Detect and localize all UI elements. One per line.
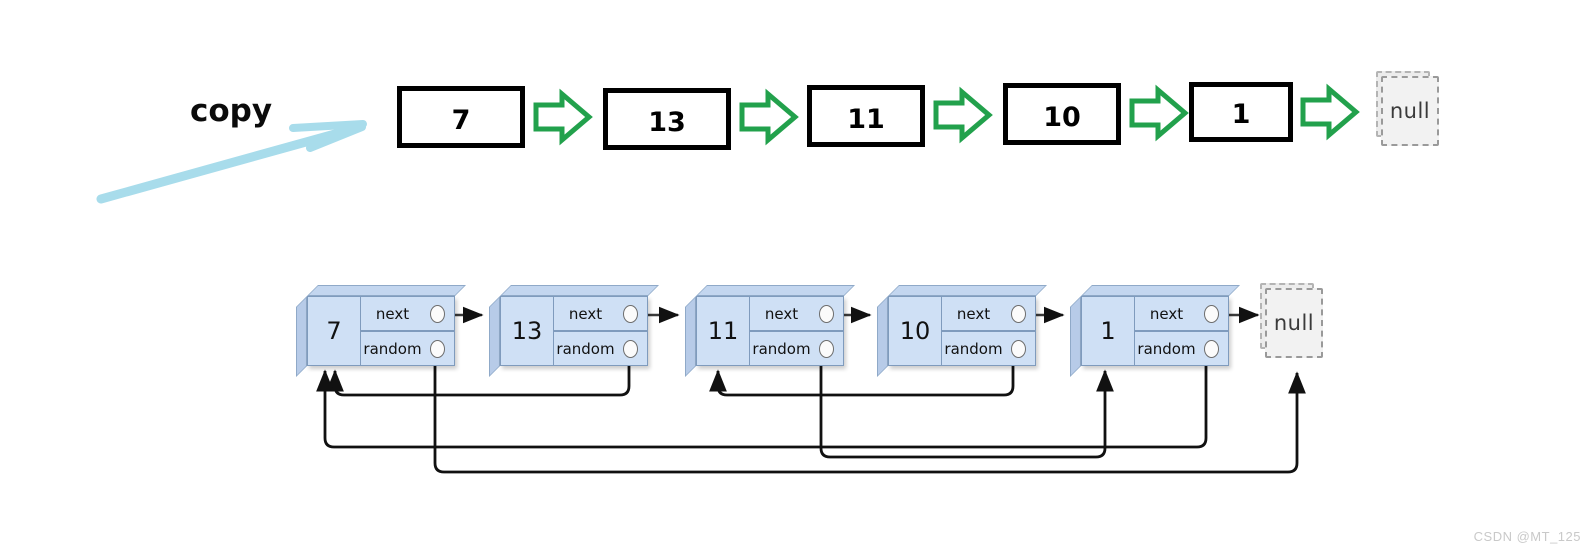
- node-random-field: random: [554, 332, 647, 365]
- random-pointer-dot: [819, 339, 834, 358]
- top-node-value: 10: [1043, 102, 1081, 133]
- node-random-field: random: [750, 332, 843, 365]
- node-top-face: [696, 285, 855, 296]
- random-pointer-dot: [623, 339, 638, 358]
- node-front-face: 13 next random: [500, 296, 648, 366]
- random-pointer-dot: [430, 339, 445, 358]
- node-side-face: [296, 296, 307, 377]
- node-top-face: [1081, 285, 1240, 296]
- node-fields: next random: [554, 297, 647, 365]
- node-front-face: 11 next random: [696, 296, 844, 366]
- node-side-face: [489, 296, 500, 377]
- top-node-0: 7: [397, 86, 525, 148]
- node-top-face: [500, 285, 659, 296]
- node-next-field: next: [1135, 297, 1228, 332]
- green-arrow-3: [933, 86, 993, 144]
- node-next-field: next: [750, 297, 843, 332]
- next-pointer-dot: [819, 304, 834, 323]
- node-value: 10: [889, 297, 942, 365]
- node-value: 1: [1082, 297, 1135, 365]
- node-fields: next random: [1135, 297, 1228, 365]
- copy-annotation-arrow: [96, 120, 367, 204]
- random-pointer-curves: [316, 357, 1306, 474]
- top-node-4: 1: [1189, 82, 1293, 142]
- node-top-face: [307, 285, 466, 296]
- random-label: random: [556, 339, 615, 358]
- null-label: null: [1273, 311, 1315, 335]
- green-arrow-2: [739, 88, 799, 146]
- node-side-face: [877, 296, 888, 377]
- green-arrow-4: [1129, 84, 1189, 142]
- random-pointer-dot: [1011, 339, 1026, 358]
- node-front-face: 1 next random: [1081, 296, 1229, 366]
- bottom-null-terminator: null: [1260, 283, 1323, 358]
- null-label: null: [1389, 99, 1431, 123]
- random-arrow-7-to-null: [433, 357, 1306, 474]
- node-value: 13: [501, 297, 554, 365]
- node-next-field: next: [554, 297, 647, 332]
- random-label: random: [752, 339, 811, 358]
- node-random-field: random: [361, 332, 454, 365]
- node-next-field: next: [361, 297, 454, 332]
- top-node-1: 13: [603, 88, 731, 150]
- node-side-face: [1070, 296, 1081, 377]
- node-side-face: [685, 296, 696, 377]
- node-random-field: random: [1135, 332, 1228, 365]
- top-null-terminator: null: [1376, 71, 1439, 146]
- top-node-value: 7: [451, 105, 471, 136]
- node-value: 11: [697, 297, 750, 365]
- node-fields: next random: [942, 297, 1035, 365]
- next-pointer-dot: [1011, 304, 1026, 323]
- node-value: 7: [308, 297, 361, 365]
- node-random-field: random: [942, 332, 1035, 365]
- green-arrow-5: [1300, 83, 1360, 141]
- next-pointer-dot: [623, 304, 638, 323]
- copy-label: copy: [190, 93, 273, 129]
- green-arrow-1: [533, 88, 593, 146]
- next-pointer-dot: [430, 304, 445, 323]
- node-front-face: 10 next random: [888, 296, 1036, 366]
- node-fields: next random: [361, 297, 454, 365]
- random-label: random: [944, 339, 1003, 358]
- next-label: next: [764, 304, 799, 323]
- random-pointer-dot: [1204, 339, 1219, 358]
- random-label: random: [363, 339, 422, 358]
- random-arrow-11-to-1: [819, 357, 1114, 459]
- node-fields: next random: [750, 297, 843, 365]
- node-top-face: [888, 285, 1047, 296]
- next-label: next: [568, 304, 603, 323]
- node-next-field: next: [942, 297, 1035, 332]
- next-pointer-dot: [1204, 304, 1219, 323]
- random-label: random: [1137, 339, 1196, 358]
- next-label: next: [956, 304, 991, 323]
- top-node-value: 11: [847, 104, 885, 135]
- top-node-value: 13: [648, 107, 686, 138]
- next-label: next: [1149, 304, 1184, 323]
- next-label: next: [375, 304, 410, 323]
- top-node-value: 1: [1231, 99, 1251, 130]
- watermark: CSDN @MT_125: [1473, 529, 1581, 544]
- top-node-2: 11: [807, 85, 925, 147]
- node-front-face: 7 next random: [307, 296, 455, 366]
- top-node-3: 10: [1003, 83, 1121, 145]
